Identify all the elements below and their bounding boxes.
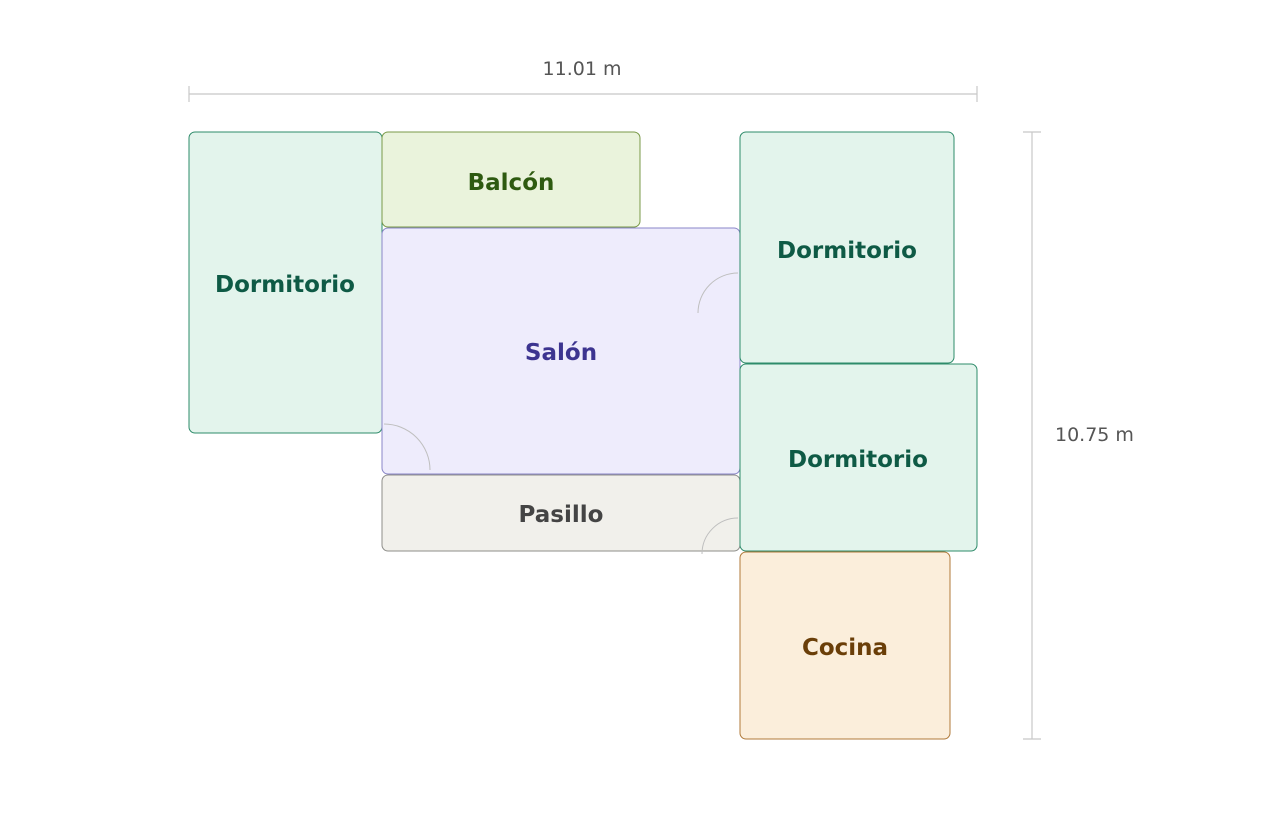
room-living-label: Salón <box>525 340 597 366</box>
room-hallway: Pasillo <box>381 474 741 552</box>
room-bedroom-top-right: Dormitorio <box>739 131 955 364</box>
room-kitchen-label: Cocina <box>802 635 888 661</box>
room-hallway-label: Pasillo <box>519 502 604 528</box>
room-bedroom-mid-right: Dormitorio <box>739 363 978 552</box>
room-balcony-shape <box>381 131 641 228</box>
door-swing-living-to-bedroom-left <box>383 423 431 471</box>
room-living: Salón <box>381 227 741 475</box>
room-kitchen: Cocina <box>739 551 951 740</box>
room-bedroom-mid-right-shape <box>739 363 978 552</box>
width-dimension: 11.01 m <box>188 58 978 102</box>
room-bedroom-mid-right-label: Dormitorio <box>788 447 928 473</box>
room-bedroom-top-right-shape <box>739 131 955 364</box>
room-bedroom-left-label: Dormitorio <box>215 272 355 298</box>
width-dimension-label: 11.01 m <box>543 58 622 80</box>
room-kitchen-shape <box>739 551 951 740</box>
height-dimension: 10.75 m <box>1023 131 1134 740</box>
room-bedroom-top-right-label: Dormitorio <box>777 238 917 264</box>
room-balcony: Balcón <box>381 131 641 228</box>
room-balcony-label: Balcón <box>468 170 555 196</box>
height-dimension-label: 10.75 m <box>1055 424 1134 446</box>
doors <box>383 272 739 555</box>
door-swing-living-to-bedroom <box>697 272 739 314</box>
door-swing-hallway-to-bedroom <box>701 517 739 555</box>
room-bedroom-left: Dormitorio <box>188 131 383 434</box>
